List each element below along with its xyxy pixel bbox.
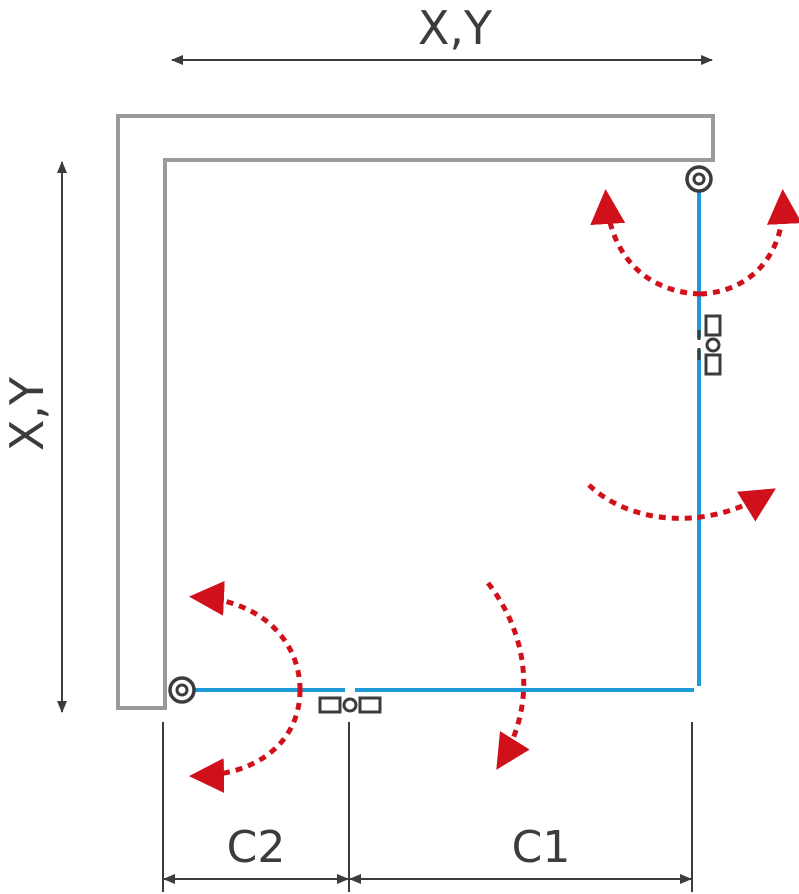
- swing-arrow-bottom-left-down: [189, 689, 303, 794]
- hinge-bottom-left: [168, 676, 196, 704]
- swing-arrow-bottom-left-up: [189, 580, 303, 691]
- handle-bottom: [318, 696, 382, 714]
- handle-right: [704, 314, 722, 376]
- swing-arrow-top-right: [699, 189, 799, 297]
- swing-arrow-right-middle: [587, 483, 776, 522]
- swing-arrow-bottom-middle: [486, 581, 530, 770]
- c1-label: C1: [512, 822, 571, 873]
- swing-arrows: [189, 189, 799, 794]
- hinge-top-right: [685, 165, 713, 193]
- left-dimension-label: X,Y: [0, 376, 54, 451]
- swing-arrow-top-left: [590, 189, 701, 297]
- wall-outline: [116, 114, 715, 710]
- c2-label: C2: [227, 822, 286, 873]
- top-dimension-label: X,Y: [418, 1, 493, 55]
